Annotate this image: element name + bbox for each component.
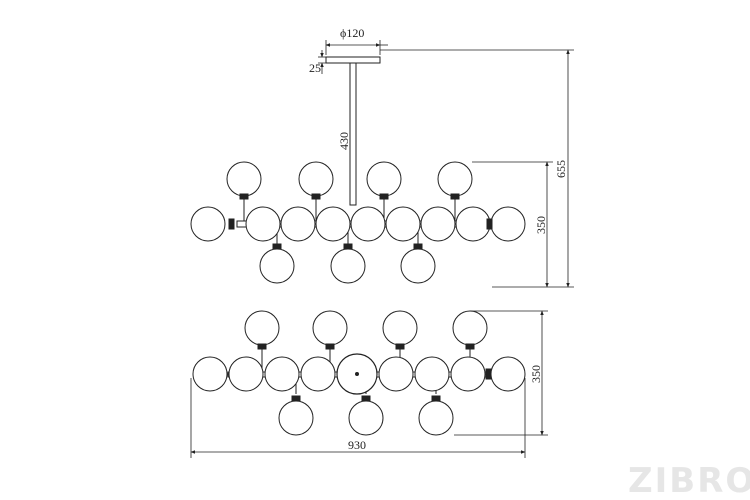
bulb xyxy=(418,400,454,436)
top-dimensions xyxy=(190,310,548,458)
middle-bulbs xyxy=(190,206,526,242)
bulb xyxy=(298,161,334,197)
dim-canopy-height: 25 xyxy=(309,61,321,75)
dim-rod-length: 430 xyxy=(337,132,351,150)
dim-body-depth-top: 350 xyxy=(529,365,543,383)
bulb xyxy=(385,206,421,242)
bulb xyxy=(300,356,336,392)
upper-bulbs xyxy=(226,161,473,197)
bulb xyxy=(244,310,280,346)
bulb xyxy=(366,161,402,197)
bulb xyxy=(490,356,526,392)
bulb xyxy=(348,400,384,436)
top-view xyxy=(192,310,526,436)
side-dimensions xyxy=(318,40,574,288)
bulb xyxy=(490,206,526,242)
suspension-rod xyxy=(349,62,357,206)
bulb xyxy=(259,248,295,284)
bulb xyxy=(414,356,450,392)
top-bulb-holders xyxy=(257,343,492,402)
side-view xyxy=(190,56,526,284)
bulb xyxy=(330,248,366,284)
bulb-holders xyxy=(228,193,493,250)
dim-overall-width: 930 xyxy=(348,438,366,452)
middle-row-bulbs xyxy=(192,356,526,392)
bulb xyxy=(278,400,314,436)
bulb xyxy=(437,161,473,197)
top-row-bulbs xyxy=(244,310,488,346)
bulb xyxy=(452,310,488,346)
bulb xyxy=(450,356,486,392)
dim-body-height-side: 350 xyxy=(534,216,548,234)
bulb xyxy=(190,206,226,242)
bulb xyxy=(382,310,418,346)
bulb xyxy=(245,206,281,242)
bulb xyxy=(420,206,456,242)
upper-stems xyxy=(243,196,456,221)
bulb xyxy=(264,356,300,392)
bulb xyxy=(455,206,491,242)
bottom-row-bulbs xyxy=(278,400,454,436)
bulb xyxy=(350,206,386,242)
bulb xyxy=(226,161,262,197)
canopy xyxy=(325,56,381,64)
bulb xyxy=(315,206,351,242)
bulb xyxy=(228,356,264,392)
dim-overall-height: 655 xyxy=(554,160,568,178)
bulb xyxy=(400,248,436,284)
lower-bulbs xyxy=(259,248,436,284)
watermark-logo: ZIBROF xyxy=(628,461,750,500)
bulb xyxy=(312,310,348,346)
center-hub-dot xyxy=(355,372,359,376)
bulb xyxy=(378,356,414,392)
bulb xyxy=(280,206,316,242)
bulb xyxy=(192,356,228,392)
dim-canopy-diameter: ϕ120 xyxy=(340,26,364,40)
